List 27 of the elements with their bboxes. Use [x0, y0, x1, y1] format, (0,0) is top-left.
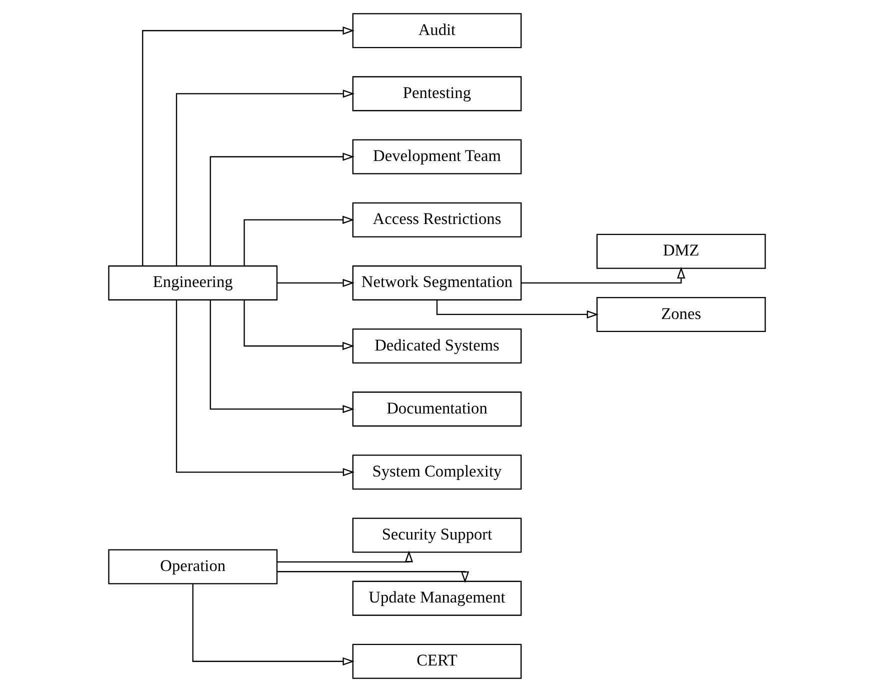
- arrow: [210, 299, 354, 413]
- node-box: Documentation: [352, 391, 522, 426]
- arrow: [192, 584, 354, 665]
- node-box: DMZ: [596, 233, 766, 268]
- arrow: [244, 215, 354, 266]
- arrow: [244, 300, 354, 350]
- node-box: Operation: [108, 548, 278, 584]
- node-box: Zones: [596, 296, 766, 332]
- node-box: Access Restrictions: [352, 202, 522, 237]
- node-box: Update Management: [352, 580, 522, 616]
- arrow: [521, 266, 686, 283]
- arrow: [210, 152, 354, 266]
- arrow: [142, 26, 354, 266]
- arrow: [277, 550, 414, 562]
- node-box: Security Support: [352, 517, 522, 552]
- node-box: Pentesting: [352, 76, 522, 111]
- node-box: Development Team: [352, 138, 522, 174]
- node-box: Dedicated Systems: [352, 328, 522, 364]
- node-box: System Complexity: [352, 454, 522, 490]
- node-box: Audit: [352, 12, 522, 48]
- node-box: CERT: [352, 643, 522, 678]
- arrow: [277, 570, 470, 583]
- arrow: [176, 300, 355, 476]
- node-box: Network Segmentation: [352, 264, 522, 300]
- arrow: [277, 278, 354, 287]
- arrow: [176, 89, 355, 266]
- node-box: Engineering: [108, 264, 278, 300]
